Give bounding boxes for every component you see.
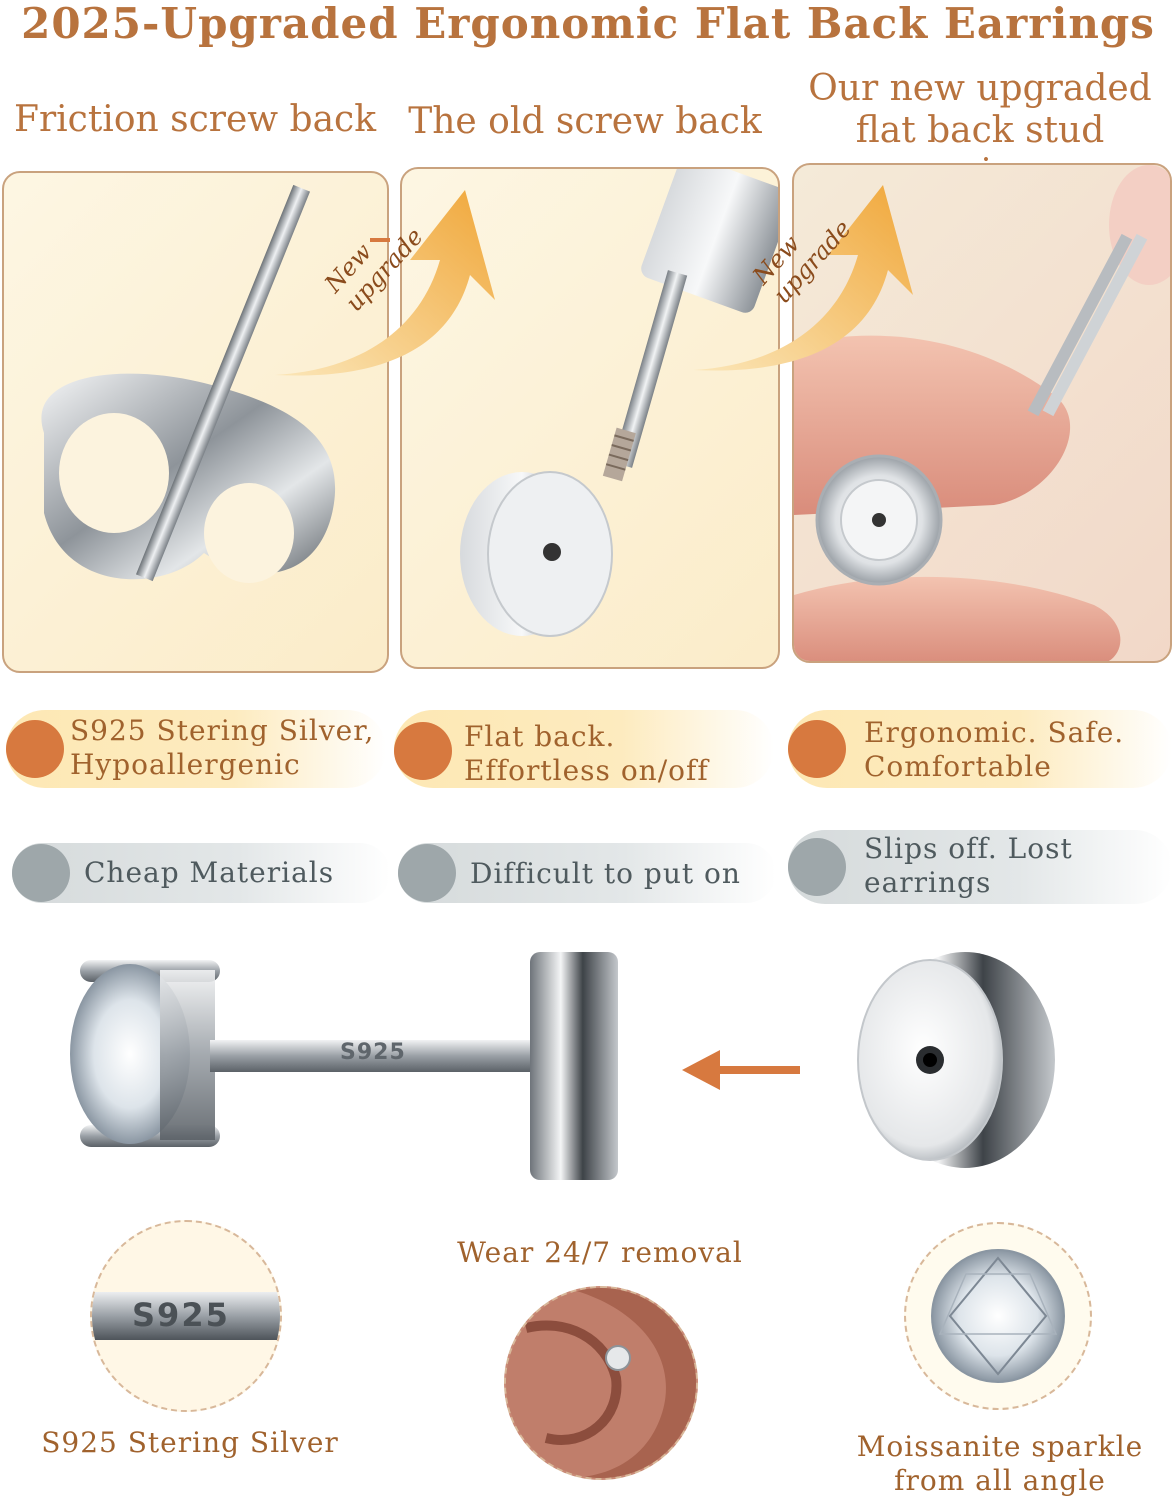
feature-caption-silver: S925 Stering Silver — [41, 1426, 339, 1459]
feature-circle-silver: S925 — [90, 1220, 282, 1412]
silver-bar-closeup — [92, 1292, 280, 1340]
benefit-line2: Hypoallergenic — [70, 748, 301, 781]
benefit-pill-flat-back: Flat back. Effortless on/off — [394, 710, 774, 788]
gray-dot-icon — [12, 844, 70, 902]
feature-caption-moissanite-line2: from all angle — [894, 1464, 1106, 1497]
earring-assembly-svg — [70, 952, 1055, 1180]
feature-caption-moissanite-line1: Moissanite sparkle — [856, 1430, 1144, 1463]
drawback-pill-slips-off: Slips off. Lost earrings — [788, 830, 1172, 904]
gray-dot-icon — [788, 838, 846, 896]
stamp-on-bar: S925 — [340, 1040, 406, 1065]
earring-assembly-illustration: S925 — [60, 940, 1160, 1190]
screw-back-illustration — [460, 169, 778, 637]
column-heading-old: The old screw back — [408, 101, 762, 142]
drawback-pill-cheap: Cheap Materials — [12, 843, 390, 903]
old-screw-back-panel — [400, 167, 780, 669]
butterfly-back-illustration — [41, 184, 336, 583]
feature-circle-ear — [504, 1286, 698, 1480]
column-heading-friction: Friction screw back — [13, 99, 377, 140]
orange-dot-icon — [394, 722, 452, 780]
gray-dot-icon — [398, 844, 456, 902]
benefit-pill-ergonomic: Ergonomic. Safe. Comfortable — [788, 710, 1172, 788]
drawback-pill-difficult: Difficult to put on — [398, 843, 776, 903]
benefit-pill-material: S925 Stering Silver, Hypoallergenic — [6, 710, 386, 788]
curved-arrow-icon — [693, 185, 913, 371]
upgrade-arrow-2: New upgrade — [688, 180, 918, 380]
drawback-text: Cheap Materials — [84, 856, 335, 889]
column-heading-new: Our new upgraded flat back stud earrings — [808, 68, 1152, 193]
benefit-line1: Ergonomic. Safe. — [864, 716, 1125, 749]
feature-circle-moissanite — [904, 1222, 1092, 1410]
benefit-line1: Flat back. — [464, 720, 616, 753]
upgrade-arrow-1: New upgrade — [270, 180, 500, 380]
friction-back-panel — [2, 171, 389, 673]
curved-arrow-icon — [275, 190, 495, 376]
drawback-line2: earrings — [864, 866, 992, 899]
drawback-text: Difficult to put on — [470, 857, 741, 890]
benefit-line2: Comfortable — [864, 750, 1052, 783]
feature-caption-wear: Wear 24/7 removal — [457, 1236, 743, 1269]
drawback-line1: Slips off. Lost — [864, 832, 1073, 865]
benefit-line1: S925 Stering Silver, — [70, 714, 375, 747]
orange-dot-icon — [6, 720, 64, 778]
flat-back-in-fingers-illustration — [794, 165, 1170, 661]
ear-with-earring-photo — [506, 1288, 696, 1478]
benefit-line2: Effortless on/off — [464, 754, 709, 787]
moissanite-gem-icon — [931, 1249, 1065, 1383]
orange-dot-icon — [788, 720, 846, 778]
stamp-closeup: S925 — [132, 1296, 230, 1334]
page-title: 2025-Upgraded Ergonomic Flat Back Earrin… — [21, 0, 1155, 48]
